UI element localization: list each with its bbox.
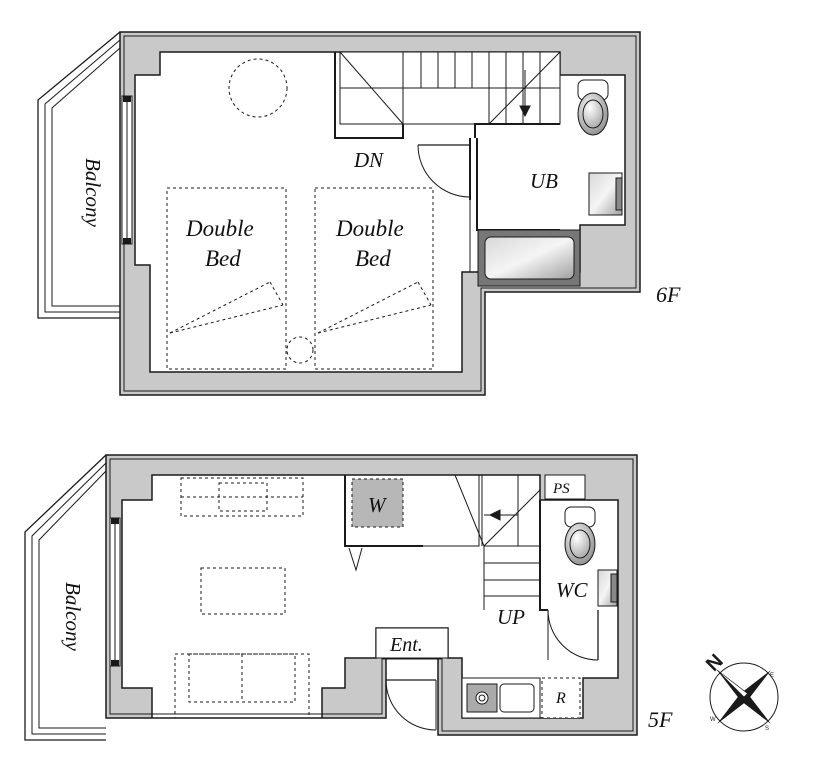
bed1-line2: Bed	[205, 246, 241, 271]
compass-west: W	[710, 717, 716, 723]
upper-stairs	[334, 51, 561, 139]
floor-light-icon	[286, 336, 314, 364]
washer-label: W	[368, 493, 388, 517]
bath-label: UB	[530, 169, 558, 193]
stove-icon	[475, 691, 489, 705]
upper-stairs-label: DN	[353, 148, 384, 172]
lower-balcony	[24, 454, 121, 741]
entrance-door	[385, 679, 437, 731]
bed2-line2: Bed	[355, 246, 391, 271]
ps-box	[544, 474, 586, 500]
wc-door	[547, 609, 599, 661]
upper-floor: DN Double Bed Double Bed UB	[37, 31, 681, 396]
fridge-label: R	[555, 690, 566, 707]
sofa-bottom	[174, 653, 310, 719]
entrance-area	[375, 627, 449, 659]
wc-sink-icon	[597, 569, 618, 607]
fridge-space	[541, 677, 581, 719]
sofa-top	[180, 477, 304, 517]
washer-space	[351, 478, 404, 528]
upper-balcony-label: Balcony	[81, 158, 105, 227]
lower-stairs	[454, 474, 548, 611]
coffee-table	[200, 567, 286, 615]
toilet-icon	[577, 79, 609, 136]
kitchen-counter	[461, 677, 541, 719]
lower-floor: W UP PS	[24, 454, 673, 741]
lower-floor-label: 5F	[648, 707, 673, 732]
lower-stairs-label: UP	[497, 605, 525, 629]
lower-balcony-label: Balcony	[61, 582, 85, 651]
entrance-label: Ent.	[389, 634, 423, 656]
bed2-line1: Double	[335, 216, 404, 241]
compass-south: S	[765, 726, 769, 732]
upper-walls	[119, 31, 641, 396]
sink-icon	[588, 172, 623, 216]
wc-label: WC	[556, 578, 588, 602]
bed-right	[314, 187, 434, 370]
compass-east: E	[770, 673, 774, 679]
kitchen-sink-icon	[499, 683, 535, 713]
bed1-line1: Double	[185, 216, 254, 241]
compass-icon: N E S W	[702, 650, 779, 732]
wc-toilet-icon	[564, 506, 596, 566]
upper-floor-label: 6F	[656, 282, 681, 307]
bed-left	[166, 187, 287, 370]
ps-label: PS	[552, 481, 570, 497]
ceiling-light-icon	[228, 58, 288, 118]
bathtub-icon	[477, 229, 581, 287]
bathroom-door	[417, 138, 560, 272]
upper-balcony	[37, 31, 133, 319]
